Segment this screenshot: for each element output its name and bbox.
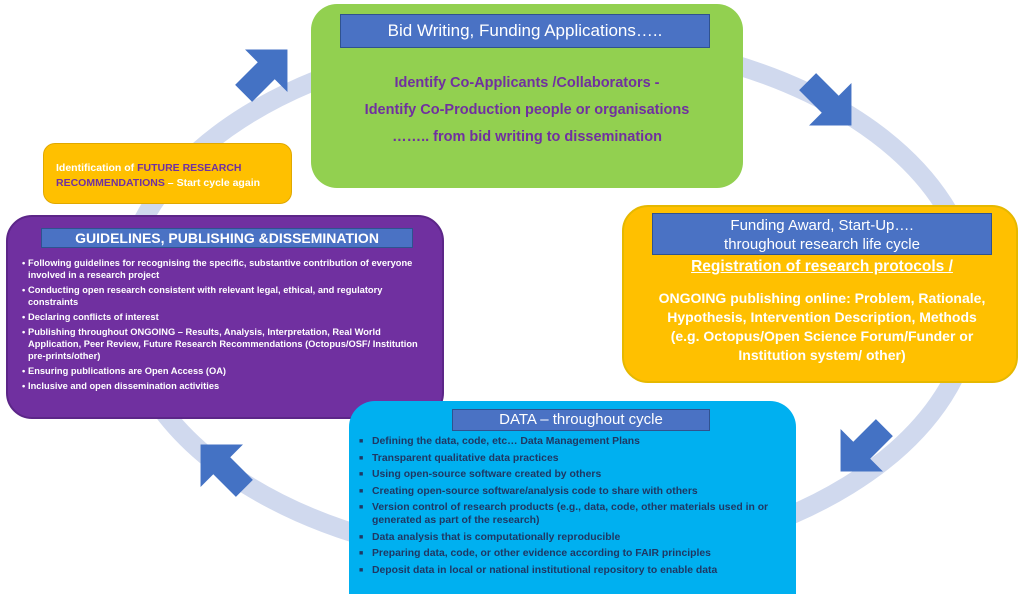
bid-line: …….. from bid writing to dissemination [392, 129, 662, 145]
arrow-top-right [799, 73, 852, 126]
list-item: Creating open-source software/analysis c… [359, 485, 784, 498]
list-item: Transparent qualitative data practices [359, 452, 784, 465]
guidelines-list: Following guidelines for recognising the… [22, 257, 434, 395]
funding-award-box: Funding Award, Start-Up…. throughout res… [622, 205, 1018, 383]
list-item: Declaring conflicts of interest [22, 311, 434, 323]
list-item: Using open-source software created by ot… [359, 468, 784, 481]
list-item: Data analysis that is computationally re… [359, 531, 784, 544]
funding-header-line: throughout research life cycle [724, 236, 920, 253]
funding-header-line: Funding Award, Start-Up…. [730, 217, 914, 234]
arrow-top-left [235, 49, 288, 102]
list-item: Inclusive and open dissemination activit… [22, 380, 434, 392]
list-item: Deposit data in local or national instit… [359, 564, 784, 577]
data-box: DATA – throughout cycle Defining the dat… [349, 401, 796, 594]
arrow-bottom-left [200, 444, 253, 497]
funding-lines: ONGOING publishing online: Problem, Rati… [624, 289, 1020, 365]
funding-line: Institution system/ other) [738, 347, 906, 363]
future-research-text: Identification of FUTURE RESEARCH RECOMME… [56, 161, 286, 191]
list-item: Ensuring publications are Open Access (O… [22, 365, 434, 377]
guidelines-header: GUIDELINES, PUBLISHING &DISSEMINATION [41, 228, 413, 248]
bid-line: Identify Co-Applicants /Collaborators - [394, 75, 660, 91]
bid-writing-header: Bid Writing, Funding Applications….. [340, 14, 710, 48]
list-item: Following guidelines for recognising the… [22, 257, 434, 281]
future-research-box: Identification of FUTURE RESEARCH RECOMME… [43, 143, 292, 204]
list-item: Version control of research products (e.… [359, 501, 784, 527]
list-item: Conducting open research consistent with… [22, 284, 434, 308]
registration-title: Registration of research protocols / [691, 258, 953, 275]
funding-line: ONGOING publishing online: Problem, Rati… [658, 290, 986, 306]
future-prefix: Identification of [56, 162, 138, 174]
bid-writing-lines: Identify Co-Applicants /Collaborators - … [311, 70, 743, 151]
list-item: Preparing data, code, or other evidence … [359, 547, 784, 560]
funding-line: Hypothesis, Intervention Description, Me… [667, 309, 977, 325]
arrow-bottom-right [840, 419, 893, 472]
list-item: Publishing throughout ONGOING – Results,… [22, 326, 434, 362]
funding-line: (e.g. Octopus/Open Science Forum/Funder … [670, 328, 974, 344]
funding-award-header: Funding Award, Start-Up…. throughout res… [652, 213, 992, 255]
guidelines-box: GUIDELINES, PUBLISHING &DISSEMINATION Fo… [6, 215, 444, 419]
bid-line: Identify Co-Production people or organis… [364, 102, 690, 118]
list-item: Defining the data, code, etc… Data Manag… [359, 435, 784, 448]
bid-writing-box: Bid Writing, Funding Applications….. Ide… [311, 4, 743, 188]
future-suffix: – Start cycle again [164, 177, 261, 189]
data-header: DATA – throughout cycle [452, 409, 710, 431]
future-highlight: RECOMMENDATIONS [56, 177, 165, 189]
future-highlight: FUTURE RESEARCH [137, 162, 242, 174]
data-list: Defining the data, code, etc… Data Manag… [359, 435, 784, 580]
